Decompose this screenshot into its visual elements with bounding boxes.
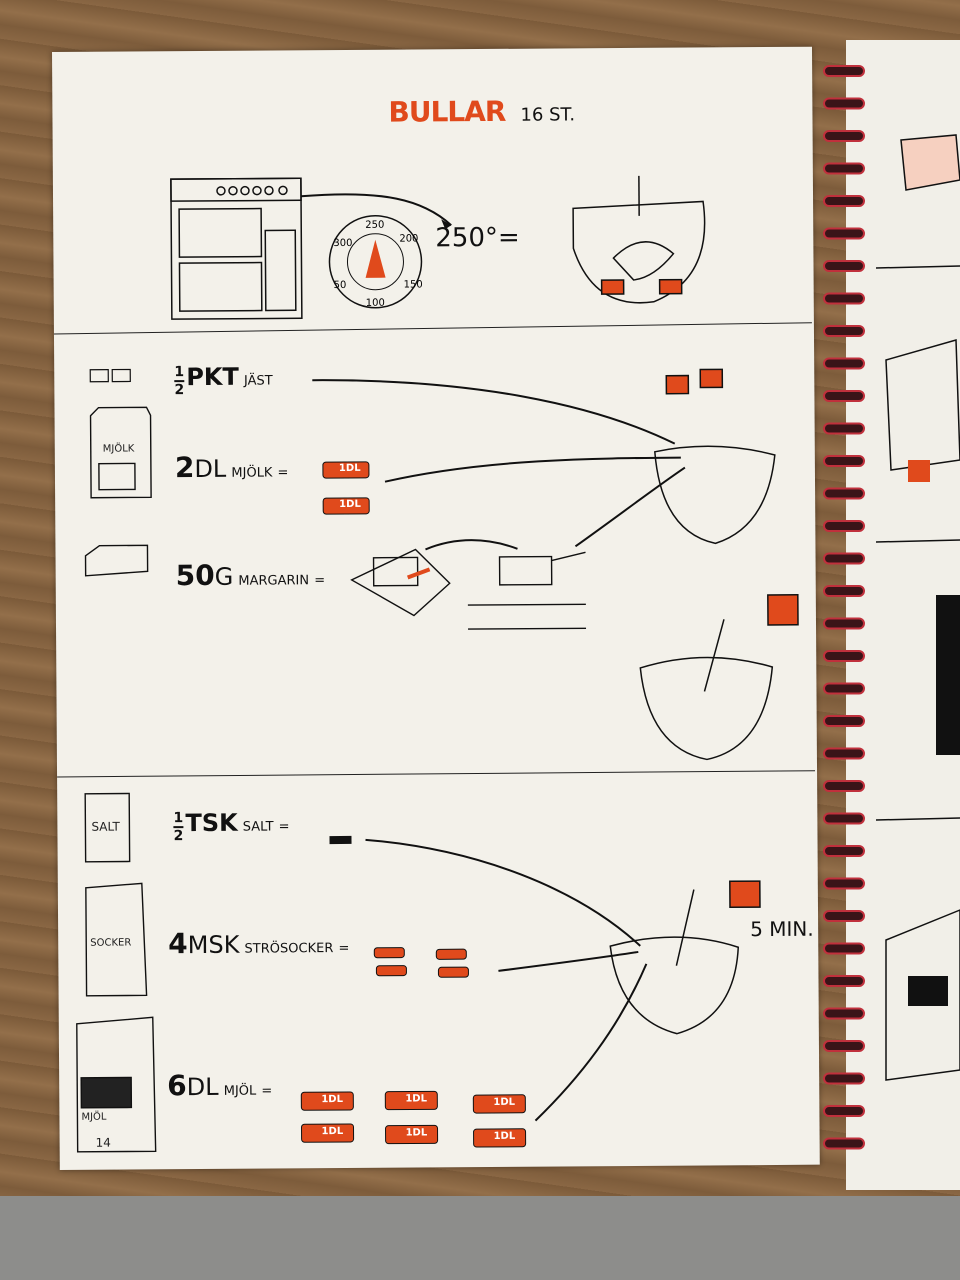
dial-mark-50: 50	[334, 280, 347, 291]
cup-label: 1DL	[321, 1125, 344, 1138]
tablespoon-icons	[373, 947, 469, 978]
dial-mark-200: 200	[399, 233, 418, 244]
recipe-title: BULLAR	[388, 94, 506, 129]
hand-washing-icon	[572, 175, 706, 304]
spiral-ring	[823, 227, 865, 240]
milk-label: MJÖLK	[102, 443, 135, 455]
kneading-bowl-icon	[609, 880, 761, 1035]
ingredient-margarine: 50G MARGARIN =	[175, 558, 326, 593]
salt-label: SALT	[91, 819, 120, 834]
spiral-ring	[823, 910, 865, 922]
spiral-ring	[823, 162, 865, 175]
divider-1	[53, 322, 812, 335]
spiral-ring	[823, 195, 865, 207]
spiral-ring	[823, 65, 865, 77]
spiral-ring	[823, 877, 865, 890]
flour-measuring-cups	[300, 1090, 527, 1148]
divider-2	[57, 770, 816, 778]
spiral-ring	[823, 975, 865, 987]
ingredient-sugar: 4MSK STRÖSOCKER =	[168, 927, 350, 961]
stirring-bowl-icon	[639, 594, 799, 761]
spiral-ring	[823, 130, 865, 142]
spiral-ring	[823, 552, 865, 565]
spiral-ring	[823, 845, 865, 857]
spiral-ring	[823, 650, 865, 662]
dial-mark-300: 300	[333, 238, 352, 249]
spiral-ring	[823, 617, 865, 630]
flour-label: MJÖL	[81, 1111, 107, 1123]
arrow-oven	[300, 193, 452, 226]
bottom-band	[0, 1196, 960, 1280]
margarine-wrapper-icon	[350, 548, 451, 617]
cup-label: 1DL	[339, 498, 361, 511]
spiral-ring	[823, 357, 865, 370]
knead-time: 5 MIN.	[750, 916, 814, 942]
spiral-ring	[823, 325, 865, 337]
spiral-ring	[823, 780, 865, 792]
cup-label: 1DL	[493, 1096, 516, 1108]
flour-number: 14	[95, 1135, 111, 1150]
spiral-ring	[823, 1105, 865, 1117]
spiral-ring	[823, 487, 865, 500]
spiral-ring	[823, 1072, 865, 1085]
spiral-ring	[823, 455, 865, 467]
saucepan-icon	[467, 551, 587, 630]
spiral-ring	[823, 812, 865, 825]
margarine-block-icon	[84, 544, 149, 577]
spiral-ring	[823, 942, 865, 955]
spiral-ring	[823, 97, 865, 110]
spiral-ring	[823, 1137, 865, 1150]
spiral-ring	[823, 682, 865, 695]
ingredient-milk: 2DL MJÖLK =	[174, 451, 289, 485]
arrow-milk	[384, 456, 681, 483]
salt-box-icon	[84, 792, 131, 863]
spiral-ring	[823, 292, 865, 305]
spiral-ring	[823, 1007, 865, 1020]
cup-label: 1DL	[338, 462, 361, 475]
cup-label: 1DL	[321, 1093, 343, 1106]
arrow-yeast	[312, 379, 676, 445]
sugar-bag-icon	[85, 882, 148, 997]
spiral-ring	[823, 715, 865, 727]
cup-label: 1DL	[405, 1127, 428, 1139]
flour-bag-icon	[76, 1016, 157, 1153]
stove-icon	[170, 177, 303, 320]
recipe-yield: 16 ST.	[520, 104, 576, 126]
mixing-bowl-icon	[654, 368, 776, 545]
oven-temperature: 250°=	[435, 222, 520, 254]
measuring-cup-icons	[322, 461, 370, 515]
spiral-ring	[823, 585, 865, 597]
recipe-illustrations: 250 200 150 100 50 300	[53, 175, 816, 1153]
spiral-ring	[823, 747, 865, 760]
dial-mark-100: 100	[366, 298, 385, 309]
spiral-ring	[823, 1040, 865, 1052]
oven-dial-icon: 250 200 150 100 50 300	[328, 214, 423, 309]
recipe-page: 250 200 150 100 50 300	[52, 46, 820, 1170]
right-page	[846, 40, 960, 1190]
yeast-package-icon	[89, 368, 131, 383]
cup-label: 1DL	[405, 1093, 427, 1105]
dial-mark-150: 150	[404, 279, 423, 290]
arrow-sugar	[498, 950, 639, 972]
dial-mark-250: 250	[365, 220, 384, 231]
arrow-flour	[534, 963, 648, 1122]
spiral-binding	[823, 65, 865, 1150]
spiral-ring	[823, 422, 865, 435]
ingredient-flour: 6DL MJÖL =	[167, 1069, 273, 1103]
cup-label: 1DL	[493, 1130, 516, 1142]
spiral-ring	[823, 260, 865, 272]
arrow-melt	[425, 539, 518, 551]
spiral-ring	[823, 520, 865, 532]
right-page-illustrations	[875, 134, 960, 1081]
spiral-ring	[823, 390, 865, 402]
teaspoon-icon	[329, 835, 352, 845]
arrow-margarine	[574, 466, 686, 548]
arrow-salt	[365, 838, 641, 947]
sugar-label: SOCKER	[90, 937, 132, 949]
milk-carton-icon	[89, 406, 152, 499]
